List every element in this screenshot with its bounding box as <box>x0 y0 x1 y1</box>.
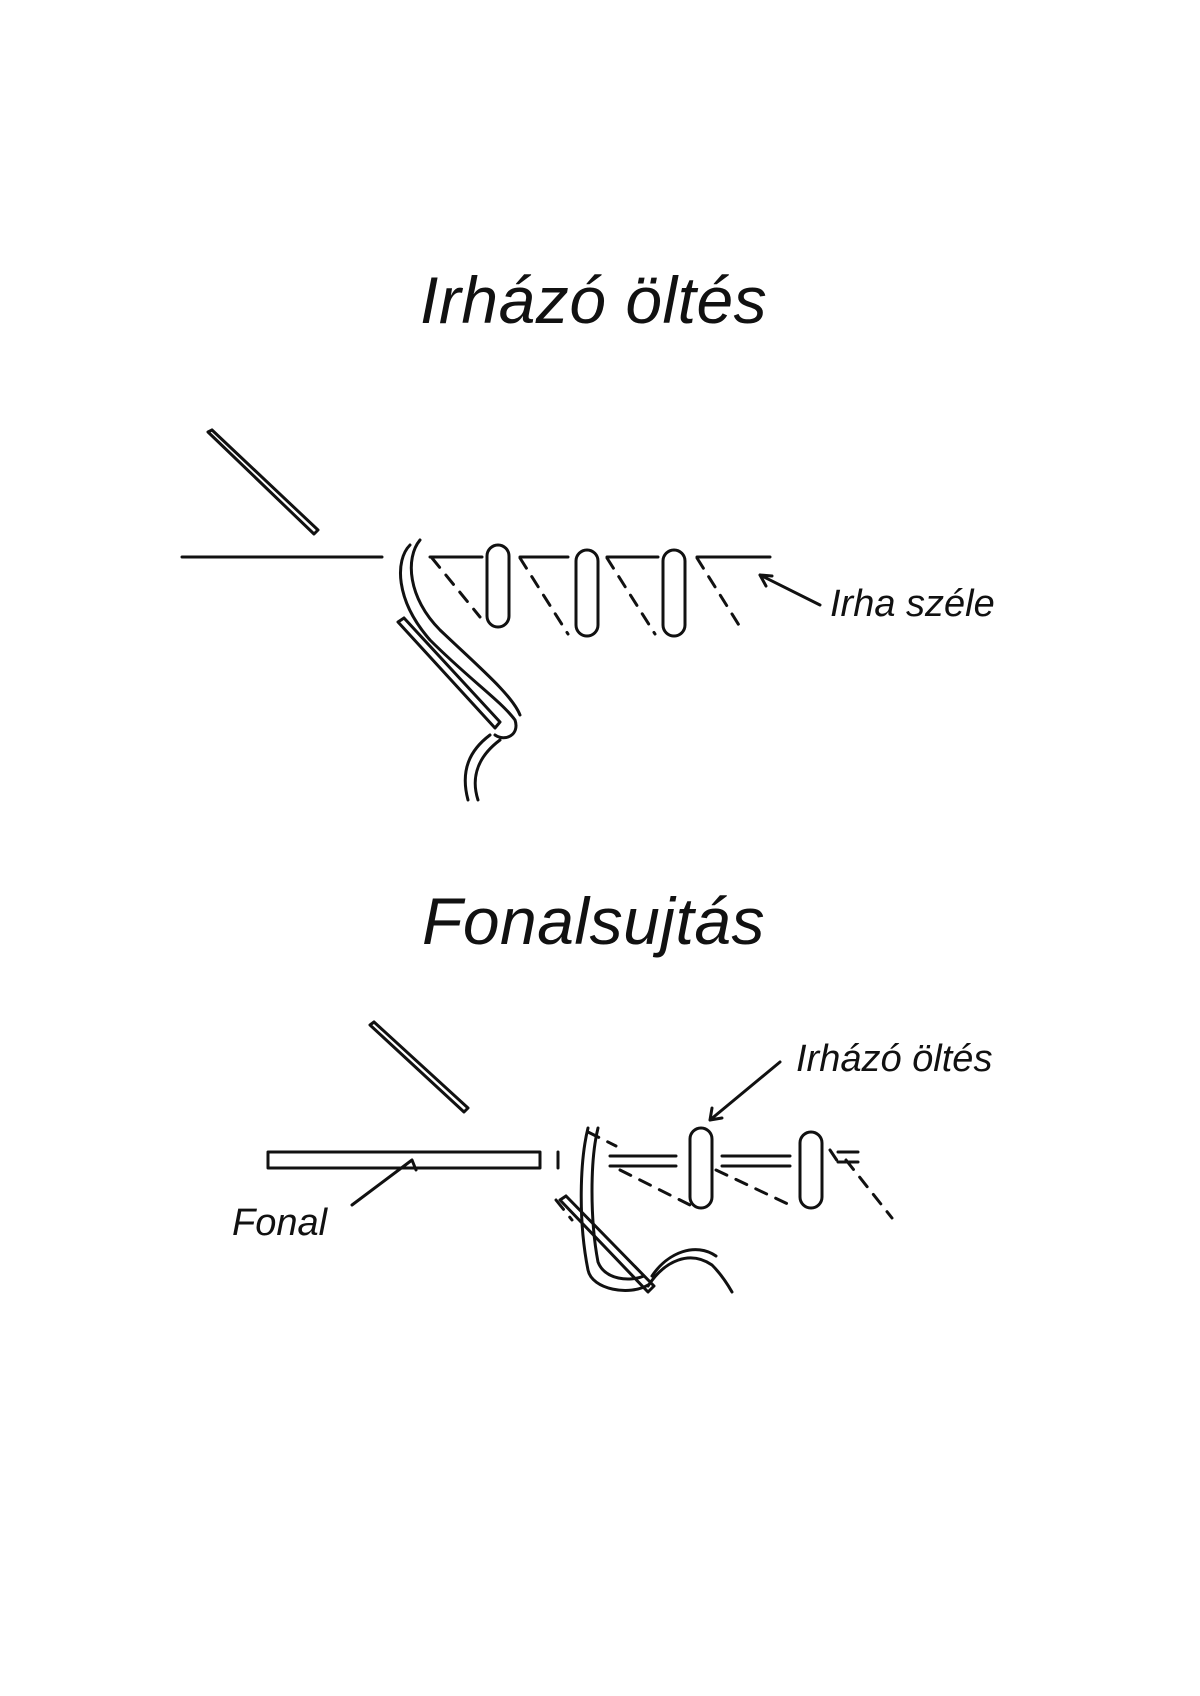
illustration-fonalsujtas <box>266 1020 894 1294</box>
thread-rod <box>266 1150 560 1170</box>
thread-tail-1 <box>463 733 502 802</box>
thread-segments <box>608 1150 860 1168</box>
stitch-dashes <box>430 556 744 636</box>
thread-loop-2 <box>579 1126 650 1292</box>
dashed-start-2 <box>554 1198 574 1222</box>
needle-top-2 <box>368 1020 470 1114</box>
needle-bottom-1 <box>396 616 502 730</box>
arrow-irhazo-oltes <box>708 1060 782 1122</box>
stitch-loop-2 <box>574 548 600 638</box>
stitch-loop-4 <box>688 1126 714 1210</box>
thread-loop-1 <box>399 538 522 740</box>
thread-tail-2 <box>646 1248 734 1294</box>
section-title-fonalsujtas: Fonalsujtás <box>422 884 766 958</box>
stitch-loop-3 <box>661 548 687 638</box>
label-irhazo-oltes: Irházó öltés <box>796 1038 993 1080</box>
stitch-loop-1 <box>485 543 511 629</box>
arrow-fonal <box>350 1158 418 1207</box>
stitch-loop-5 <box>798 1130 824 1210</box>
needle-bottom-2 <box>558 1194 656 1294</box>
label-fonal: Fonal <box>232 1202 328 1244</box>
section-title-irhazo-oltes: Irházó öltés <box>420 263 768 337</box>
needle-top-1 <box>206 428 320 536</box>
label-irha-szele: Irha széle <box>830 583 995 625</box>
illustration-irhazo-oltes <box>180 428 822 802</box>
arrow-irha-szele <box>758 573 822 607</box>
stitch-dashes-2 <box>586 1130 894 1220</box>
